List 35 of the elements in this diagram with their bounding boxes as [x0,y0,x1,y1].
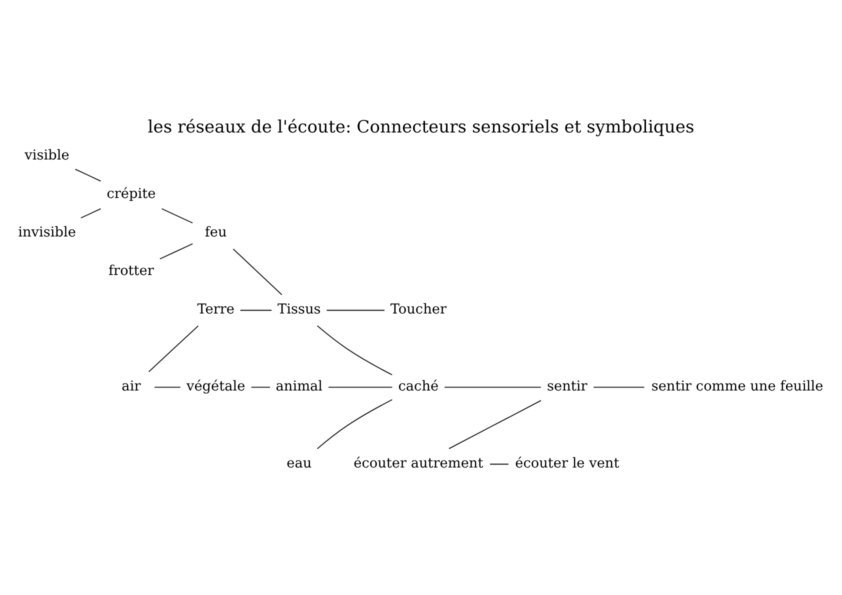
node-text: Tissus [278,302,321,318]
connector [232,248,282,296]
connector [148,326,199,372]
node-text: caché [398,378,439,395]
connector [154,386,180,388]
connector [326,310,384,311]
connector [448,400,542,450]
connector [316,325,392,376]
node-text: frotter [108,263,154,280]
node-text: feu [204,224,227,241]
node-text: animal [276,378,323,395]
node-text: visible [24,148,70,164]
connector [160,243,193,260]
node-text: Terre [197,302,234,318]
node-text: végétale [186,378,246,395]
diagram-title: les réseaux de l'écoute: Connecteurs sensoriels et symboliques [148,118,694,138]
connector [251,386,270,388]
node-text: sentir [547,378,588,395]
connector [80,208,101,218]
connector [328,386,392,388]
node-text: crépite [106,186,156,202]
node-text: Toucher [390,302,446,318]
node-text: écouter le vent [515,455,620,472]
connector [162,208,193,224]
connector [75,168,101,182]
connector [240,310,272,311]
connector [316,399,392,450]
connector [490,464,508,465]
node-text: air [122,378,141,395]
node-text: écouter autrement [354,455,484,472]
connector [594,386,644,388]
node-text: sentir comme une feuille [651,378,824,395]
node-text: invisible [18,224,76,241]
connector [444,386,541,388]
node-text: eau [286,455,312,472]
